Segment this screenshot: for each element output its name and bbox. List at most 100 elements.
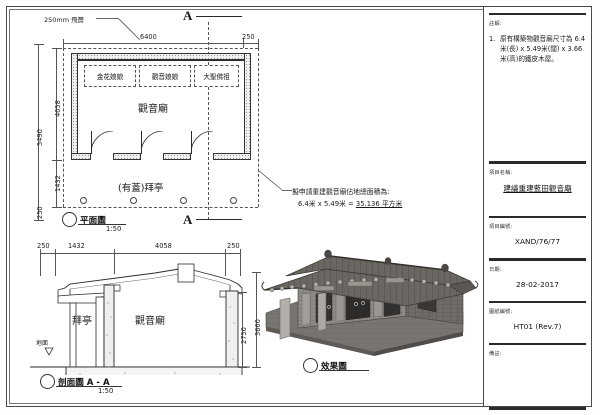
plan-wall-bottom-seg2 [113,153,141,160]
plan-view-title-rule [78,224,126,225]
section-view-title-label: 剖面圖 A - A [58,378,110,389]
title-block-divider [489,342,586,346]
notes-list: 1. 原有構築物觀音廟尺寸為 6.4米(長) x 5.49米(闊) x 3.66… [489,34,586,64]
plan-dim-5490-tick-t [34,44,44,45]
drawing-number-section: 圖紙編號: HT01 (Rev.7) [484,303,591,343]
project-number-label: 項目編號: [489,224,513,231]
area-note-line1: 擬申請重建觀音廟佔地總面積為: [292,188,390,196]
notes-section: 註解: 1. 原有構築物觀音廟尺寸為 6.4米(長) x 5.49米(闊) x … [484,15,591,161]
plan-dim-1432-tick-b [52,207,62,208]
shrine-label: 大聖佛祖 [203,73,230,81]
section-view-title: 剖面圖 A - A [40,374,110,389]
project-number-value: XAND/76/77 [514,237,561,247]
sec-dim-3660-tick-b [252,367,261,368]
ground-level-symbol [42,345,56,359]
plan-column [80,197,87,204]
plan-wall-top [71,53,251,60]
sec-dim-250-right: 250 [227,242,240,250]
plan-door-swing-2 [140,130,165,155]
plan-column [180,197,187,204]
plan-door-leaf-2 [141,131,142,154]
plan-wall-right [244,53,251,160]
section-view-scale: 1:50 [98,387,114,395]
date-section: 日期: 28-02-2017 [484,261,591,301]
sec-ground-label: 地面 [36,340,49,347]
project-name-value: 建議重建藍田觀音廟 [503,183,572,193]
shrine-box-1: 金花娘娘 [84,65,136,87]
view-title-bubble [303,358,318,373]
plan-dim-4058-tick-b [52,160,62,161]
plan-room-outline-top [78,60,244,61]
plan-eave-bottom [63,207,258,208]
sec-dim-1432: 1432 [68,242,85,250]
note-number: 1. [489,35,496,44]
area-note-leader-h [282,190,292,191]
sec-ext-1 [40,256,41,276]
eave-leader-h [96,18,118,19]
sec-dim-2750: 2750 [240,327,248,344]
plan-dim-4058: 4058 [54,100,62,117]
perspective-view-title-label: 效果圖 [321,362,347,373]
note-text: 原有構築物觀音廟尺寸為 6.4米(長) x 5.49米(闊) x 3.66米(高… [500,35,586,64]
date-label: 日期: [489,266,502,273]
plan-view-scale: 1:50 [106,225,122,233]
date-value: 28-02-2017 [516,279,559,289]
perspective-rendering [258,228,480,368]
plan-dim-250-left-line [38,207,39,220]
sec-ext-5 [240,256,241,276]
plan-dim-1432: 1432 [54,175,62,192]
view-title-bubble [62,212,77,227]
plan-door-swing-1 [90,130,115,155]
plan-wall-left [71,53,78,160]
view-title-bubble [40,374,55,389]
sec-dim-tick-4 [225,249,226,258]
project-name-section: 項目名稱: 建議重建藍田觀音廟 [484,164,591,216]
shrine-box-3: 大聖佛祖 [194,65,239,87]
shrine-box-2: 觀音娘娘 [139,65,191,87]
sec-ext-4 [225,256,226,276]
plan-door-swing-3 [190,130,215,155]
sec-dim-3660-line [256,272,257,367]
section-marker-a-bottom: A [183,212,193,227]
project-name-label: 項目名稱: [489,169,513,176]
plan-door-leaf-3 [191,131,192,154]
plan-main-hall-label: 觀音廟 [138,104,168,115]
title-block-divider [489,407,586,410]
plan-dim-6400: 6400 [140,33,157,41]
sec-dim-2750-tick-t [238,292,247,293]
area-note-line2: 6.4米 x 5.49米 = 35.136 平方米 [298,198,402,208]
plan-dim-250-top-tick [258,39,259,48]
sec-dim-3660-tick-t [252,272,261,273]
plan-view-title-label: 平面圖 [80,216,106,227]
perspective-view-title-rule [319,370,369,371]
eave-note: 250mm 飛簷 [44,16,85,24]
title-block-divider [489,300,586,303]
remarks-section: 備註: [484,345,591,403]
plan-dim-5490-tick-b [34,220,44,221]
drawing-number-value: HT01 (Rev.7) [513,321,562,331]
sec-dim-250-left: 250 [37,242,50,250]
sec-dim-4058: 4058 [155,242,172,250]
plan-view-title: 平面圖 [62,212,106,227]
section-marker-a-top: A [183,8,193,23]
title-block-divider [489,161,586,164]
plan-dim-top-tick-l [63,39,64,48]
plan-dim-4058-tick-t [52,48,62,49]
area-note-formula: 6.4米 x 5.49米 = [298,200,356,208]
sec-dim-tick-5 [240,249,241,258]
plan-dim-250-left: 250 [36,206,44,219]
sec-ext-3 [114,256,115,274]
title-block-divider [489,215,586,219]
plan-dim-top-line [63,43,243,44]
plan-dim-250-top: 250 [242,33,255,41]
title-block-divider [489,258,586,261]
section-marker-a-bottom-line [196,219,242,220]
plan-column [130,197,137,204]
section-cut-line [208,22,209,220]
remarks-label: 備註: [489,351,502,358]
plan-eave-top [63,48,258,49]
plan-eave-right [258,48,259,207]
notes-label: 註解: [489,21,502,28]
area-note-result: 35.136 平方米 [355,200,403,208]
